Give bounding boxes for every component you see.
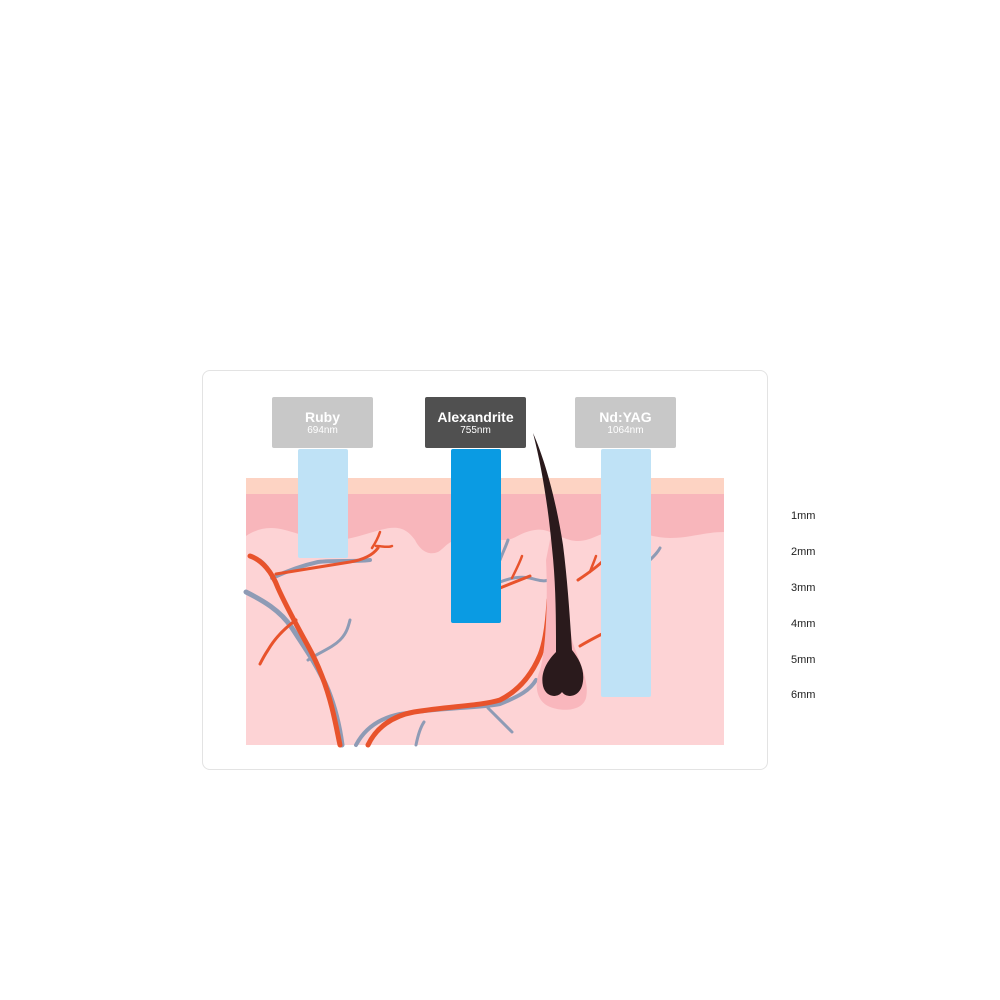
laser-label-ndyag: Nd:YAG 1064nm [575,397,676,448]
ndyag-beam [601,449,651,697]
laser-label-alexandrite: Alexandrite 755nm [425,397,526,448]
laser-label-ruby: Ruby 694nm [272,397,373,448]
depth-label-3mm: 3mm [791,582,816,594]
laser-name: Alexandrite [437,408,514,425]
depth-label-4mm: 4mm [791,618,816,630]
depth-label-1mm: 1mm [791,510,816,522]
laser-name: Ruby [305,408,340,425]
alexandrite-beam [451,449,501,623]
depth-label-2mm: 2mm [791,546,816,558]
hair-shaft [533,433,584,696]
laser-wavelength: 694nm [307,424,338,436]
depth-label-5mm: 5mm [791,654,816,666]
laser-wavelength: 755nm [460,424,491,436]
depth-label-6mm: 6mm [791,689,816,701]
laser-name: Nd:YAG [599,408,652,425]
ruby-beam [298,449,348,558]
laser-wavelength: 1064nm [607,424,644,436]
